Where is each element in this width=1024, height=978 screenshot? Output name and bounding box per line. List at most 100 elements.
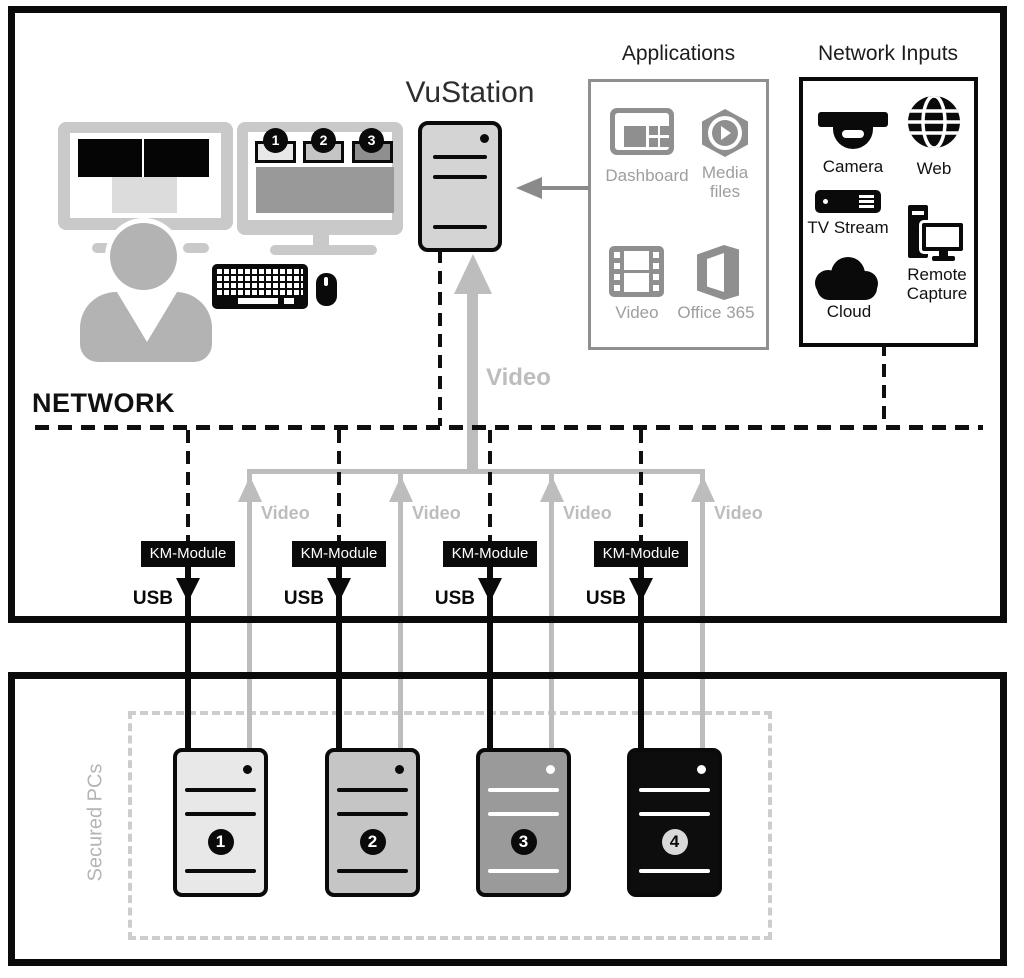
vustation-title: VuStation [405, 76, 535, 109]
secured-pcs-dashed-border [128, 711, 772, 940]
monitor-left-foot-r [183, 243, 209, 253]
operator-head [110, 223, 177, 290]
km-feed-dashed-1 [186, 430, 190, 541]
usb-label-3: USB [434, 588, 475, 609]
camera-label: Camera [822, 157, 884, 176]
km-feed-dashed-2 [337, 430, 341, 541]
pc-number-badge: 1 [207, 829, 234, 855]
media-files-label: Media files [701, 163, 749, 202]
mouse-icon [316, 273, 337, 306]
keyboard-key [284, 298, 294, 304]
cloud-icon [815, 257, 879, 300]
mouse-scroll [324, 277, 328, 286]
monitor-right-panel [256, 167, 394, 213]
monitor-window-badge-1: 1 [263, 128, 288, 153]
usb-line-1 [185, 567, 191, 748]
media-files-icon [700, 109, 750, 157]
operator-vneck [117, 292, 177, 342]
km-module-2: KM-Module [292, 541, 386, 567]
video-label-3: Video [563, 503, 612, 523]
network-zone-frame [8, 6, 1007, 623]
km-module-1: KM-Module [141, 541, 235, 567]
tv-stream-icon [815, 190, 881, 213]
secured-pc-3: 3 [476, 748, 571, 897]
applications-title: Applications [621, 42, 736, 65]
keyboard-spacebar [238, 298, 278, 304]
remote-capture-label: Remote Capture [906, 265, 968, 303]
pc-number-badge: 4 [661, 829, 688, 855]
globe-icon [906, 94, 962, 150]
secured-zone-frame [8, 672, 1007, 966]
network-inputs-title: Network Inputs [817, 42, 959, 65]
usb-arrowhead-3 [478, 578, 502, 602]
office-365-label: Office 365 [677, 303, 755, 322]
video-line-3 [549, 474, 554, 748]
video-label-4: Video [714, 503, 763, 523]
video-label: Video [615, 303, 659, 322]
video-line-1 [247, 474, 252, 748]
server-slot [433, 225, 487, 229]
secured-pc-4: 4 [627, 748, 722, 897]
video-main-arrowhead [454, 254, 492, 294]
secured-pc-2: 2 [325, 748, 420, 897]
server-network-dashed-line [438, 250, 442, 426]
monitor-left-display-2 [144, 139, 209, 177]
vustation-server [418, 121, 502, 252]
server-power-led [480, 134, 489, 143]
apps-to-vustation-arrow [542, 186, 589, 190]
server-slot [433, 155, 487, 159]
monitor-left-foot-l [92, 243, 118, 253]
usb-label-1: USB [132, 588, 173, 609]
monitor-right-base [270, 245, 377, 255]
usb-line-3 [487, 567, 493, 748]
video-label-1: Video [261, 503, 310, 523]
video-arrowhead-1 [238, 476, 262, 502]
remote-capture-icon [908, 205, 963, 262]
secured-pc-1: 1 [173, 748, 268, 897]
camera-icon [818, 112, 888, 152]
video-main-stem [467, 292, 478, 474]
keyboard-keys [217, 269, 303, 295]
keyboard-icon [212, 264, 308, 309]
usb-line-2 [336, 567, 342, 748]
tv-stream-label: TV Stream [807, 218, 889, 237]
office-365-icon [694, 244, 740, 301]
web-label: Web [916, 159, 952, 178]
network-title: NETWORK [32, 388, 175, 418]
km-feed-dashed-4 [639, 430, 643, 541]
video-arrowhead-3 [540, 476, 564, 502]
usb-label-4: USB [585, 588, 626, 609]
video-label-2: Video [412, 503, 461, 523]
dashboard-label: Dashboard [605, 166, 689, 185]
server-slot [433, 175, 487, 179]
km-feed-dashed-3 [488, 430, 492, 541]
pc-led [546, 765, 555, 774]
usb-arrowhead-1 [176, 578, 200, 602]
monitor-left-display-1 [78, 139, 142, 177]
monitor-right-neck [313, 235, 329, 247]
km-module-4: KM-Module [594, 541, 688, 567]
pc-number-badge: 2 [359, 829, 386, 855]
pc-led [395, 765, 404, 774]
video-filmstrip-icon [608, 243, 665, 300]
monitor-left-panel [112, 177, 177, 213]
pc-led [697, 765, 706, 774]
monitor-window-badge-3: 3 [359, 128, 384, 153]
video-arrowhead-2 [389, 476, 413, 502]
video-line-2 [398, 474, 403, 748]
video-arrowhead-4 [691, 476, 715, 502]
video-main-label: Video [486, 364, 551, 391]
ni-network-dashed-line [882, 343, 886, 426]
secured-pcs-title: Secured PCs [84, 763, 107, 882]
usb-arrowhead-2 [327, 578, 351, 602]
usb-arrowhead-4 [629, 578, 653, 602]
usb-line-4 [638, 567, 644, 748]
network-dashed-line [35, 425, 983, 430]
cloud-label: Cloud [826, 302, 872, 321]
video-line-4 [700, 474, 705, 748]
apps-to-vustation-arrowhead [516, 177, 542, 199]
monitor-window-badge-2: 2 [311, 128, 336, 153]
km-module-3: KM-Module [443, 541, 537, 567]
usb-label-2: USB [283, 588, 324, 609]
